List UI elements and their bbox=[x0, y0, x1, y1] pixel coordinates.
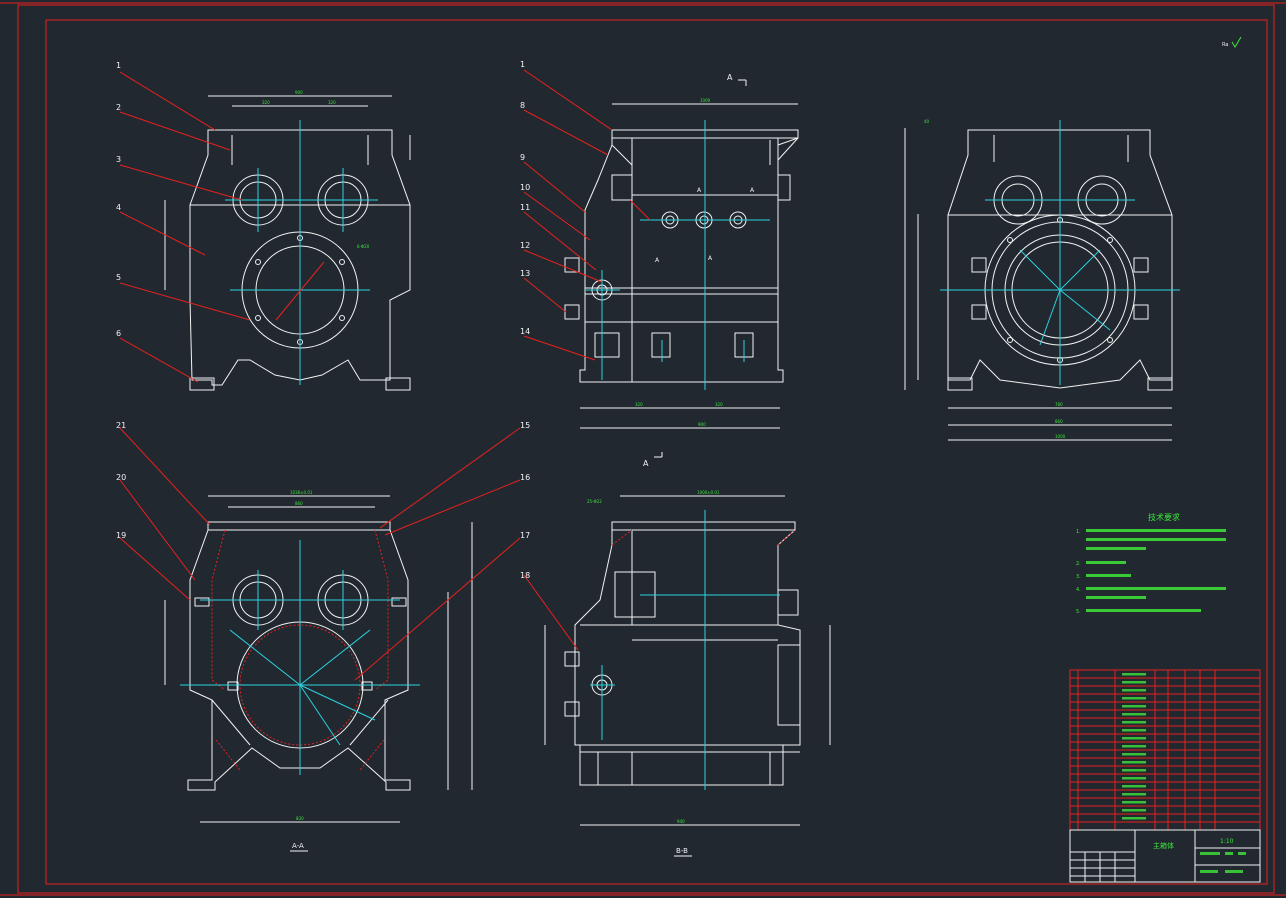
svg-text:4.: 4. bbox=[1076, 587, 1081, 593]
svg-text:11: 11 bbox=[520, 203, 530, 212]
svg-text:25-Φ22: 25-Φ22 bbox=[587, 499, 602, 504]
svg-text:40: 40 bbox=[924, 119, 930, 124]
svg-text:320: 320 bbox=[635, 402, 643, 407]
parts-list-row-text bbox=[1122, 753, 1146, 756]
svg-text:A: A bbox=[643, 459, 649, 468]
svg-text:A: A bbox=[655, 257, 660, 264]
svg-text:14: 14 bbox=[520, 327, 530, 336]
svg-text:6: 6 bbox=[116, 329, 121, 338]
rear-view: 780 860 1000 40 bbox=[904, 119, 1180, 441]
parts-list-row-text bbox=[1122, 721, 1146, 724]
svg-text:1036±0.01: 1036±0.01 bbox=[290, 490, 313, 495]
parts-list-row-text bbox=[1122, 761, 1146, 764]
front-view-leaders: 1 2 3 4 5 6 bbox=[116, 61, 251, 383]
svg-text:8: 8 bbox=[520, 101, 525, 110]
inner-frame bbox=[45, 19, 1268, 885]
svg-text:A: A bbox=[727, 73, 733, 82]
svg-text:940: 940 bbox=[677, 819, 685, 824]
parts-list-row-text bbox=[1122, 801, 1146, 804]
svg-text:4: 4 bbox=[116, 203, 121, 212]
section-bb-view: 1000±0.01 940 25-Φ22 B-B bbox=[544, 490, 831, 857]
svg-text:17: 17 bbox=[520, 531, 530, 540]
svg-text:780: 780 bbox=[1055, 402, 1063, 407]
svg-text:19: 19 bbox=[116, 531, 126, 540]
parts-list-row-text bbox=[1122, 745, 1146, 748]
parts-list-row-text bbox=[1122, 793, 1146, 796]
roughness-symbol: Ra bbox=[1222, 36, 1242, 48]
section-bb-leaders: 18 bbox=[520, 571, 579, 651]
svg-text:320: 320 bbox=[328, 100, 336, 105]
svg-text:9: 9 bbox=[520, 153, 525, 162]
svg-text:主箱体: 主箱体 bbox=[1153, 841, 1174, 850]
svg-text:1000: 1000 bbox=[700, 98, 711, 103]
parts-list-row-text bbox=[1122, 809, 1146, 812]
svg-text:900: 900 bbox=[295, 90, 303, 95]
svg-text:10: 10 bbox=[520, 183, 530, 192]
svg-text:860: 860 bbox=[295, 501, 303, 506]
svg-text:3: 3 bbox=[116, 155, 121, 164]
parts-list-row-text bbox=[1122, 729, 1146, 732]
svg-text:1:10: 1:10 bbox=[1220, 838, 1234, 845]
svg-text:5.: 5. bbox=[1076, 609, 1081, 615]
svg-text:A: A bbox=[697, 187, 702, 194]
outer-frame bbox=[17, 4, 1275, 894]
svg-text:16: 16 bbox=[520, 473, 530, 482]
section-aa-view: 1036±0.01 860 830 A-A bbox=[164, 490, 473, 852]
parts-list-row-text bbox=[1122, 681, 1146, 684]
svg-text:320: 320 bbox=[715, 402, 723, 407]
svg-text:900: 900 bbox=[698, 422, 706, 427]
svg-text:13: 13 bbox=[520, 269, 530, 278]
svg-text:5: 5 bbox=[116, 273, 121, 282]
svg-text:15: 15 bbox=[520, 421, 530, 430]
svg-text:6-Φ20: 6-Φ20 bbox=[357, 244, 370, 249]
svg-text:12: 12 bbox=[520, 241, 530, 250]
svg-text:2: 2 bbox=[116, 103, 121, 112]
parts-list-row-text bbox=[1122, 737, 1146, 740]
front-view: 900 320 320 6-Φ20 bbox=[164, 90, 411, 391]
parts-list-row-text bbox=[1122, 689, 1146, 692]
side-view: A A A A bbox=[564, 73, 799, 468]
parts-list-row-text bbox=[1122, 769, 1146, 772]
svg-text:2.: 2. bbox=[1076, 561, 1081, 567]
svg-text:1000±0.01: 1000±0.01 bbox=[697, 490, 720, 495]
svg-text:Ra: Ra bbox=[1222, 42, 1228, 48]
parts-list-row-text bbox=[1122, 705, 1146, 708]
svg-text:1: 1 bbox=[116, 61, 121, 70]
parts-list-row-text bbox=[1122, 817, 1146, 820]
section-aa-leaders: 21 20 19 15 16 17 bbox=[116, 421, 530, 681]
svg-text:860: 860 bbox=[1055, 419, 1063, 424]
svg-text:1.: 1. bbox=[1076, 529, 1081, 535]
parts-list bbox=[1069, 669, 1261, 831]
svg-text:1000: 1000 bbox=[1055, 434, 1066, 439]
svg-text:18: 18 bbox=[520, 571, 530, 580]
svg-text:1: 1 bbox=[520, 60, 525, 69]
svg-text:830: 830 bbox=[296, 816, 304, 821]
parts-list-row-text bbox=[1122, 713, 1146, 716]
svg-text:20: 20 bbox=[116, 473, 126, 482]
svg-text:3.: 3. bbox=[1076, 574, 1081, 580]
side-view-leaders: 1 8 9 10 11 12 13 14 bbox=[520, 60, 613, 361]
svg-text:技术要求: 技术要求 bbox=[1148, 512, 1180, 522]
title-block: 主箱体 1:10 bbox=[1069, 829, 1261, 883]
parts-list-row-text bbox=[1122, 673, 1146, 676]
parts-list-row-text bbox=[1122, 697, 1146, 700]
svg-text:320: 320 bbox=[262, 100, 270, 105]
parts-list-row-text bbox=[1122, 777, 1146, 780]
svg-text:A-A: A-A bbox=[292, 842, 304, 850]
parts-list-row-text bbox=[1122, 785, 1146, 788]
svg-text:21: 21 bbox=[116, 421, 126, 430]
svg-text:A: A bbox=[708, 255, 713, 262]
svg-text:B-B: B-B bbox=[676, 847, 688, 855]
svg-text:A: A bbox=[750, 187, 755, 194]
tech-requirements: 技术要求 1. 2. 3. 4. 5. bbox=[1076, 512, 1226, 615]
